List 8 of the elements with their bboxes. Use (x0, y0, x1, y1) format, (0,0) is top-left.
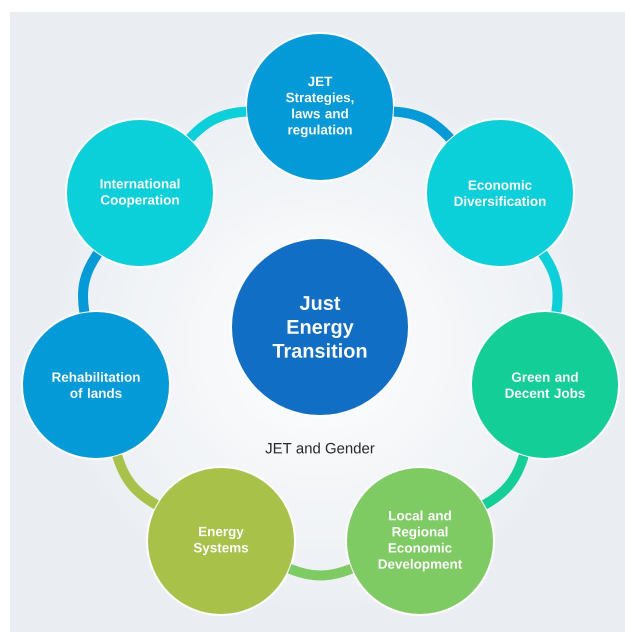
ring-segment (482, 454, 528, 510)
ring-segment (78, 250, 102, 313)
ring-segment (112, 454, 159, 510)
ring-segment (393, 106, 454, 142)
ring-segment (288, 564, 354, 580)
ring-segment (538, 250, 563, 313)
caption-text: JET and Gender (265, 442, 375, 454)
ring-segment (186, 106, 247, 142)
